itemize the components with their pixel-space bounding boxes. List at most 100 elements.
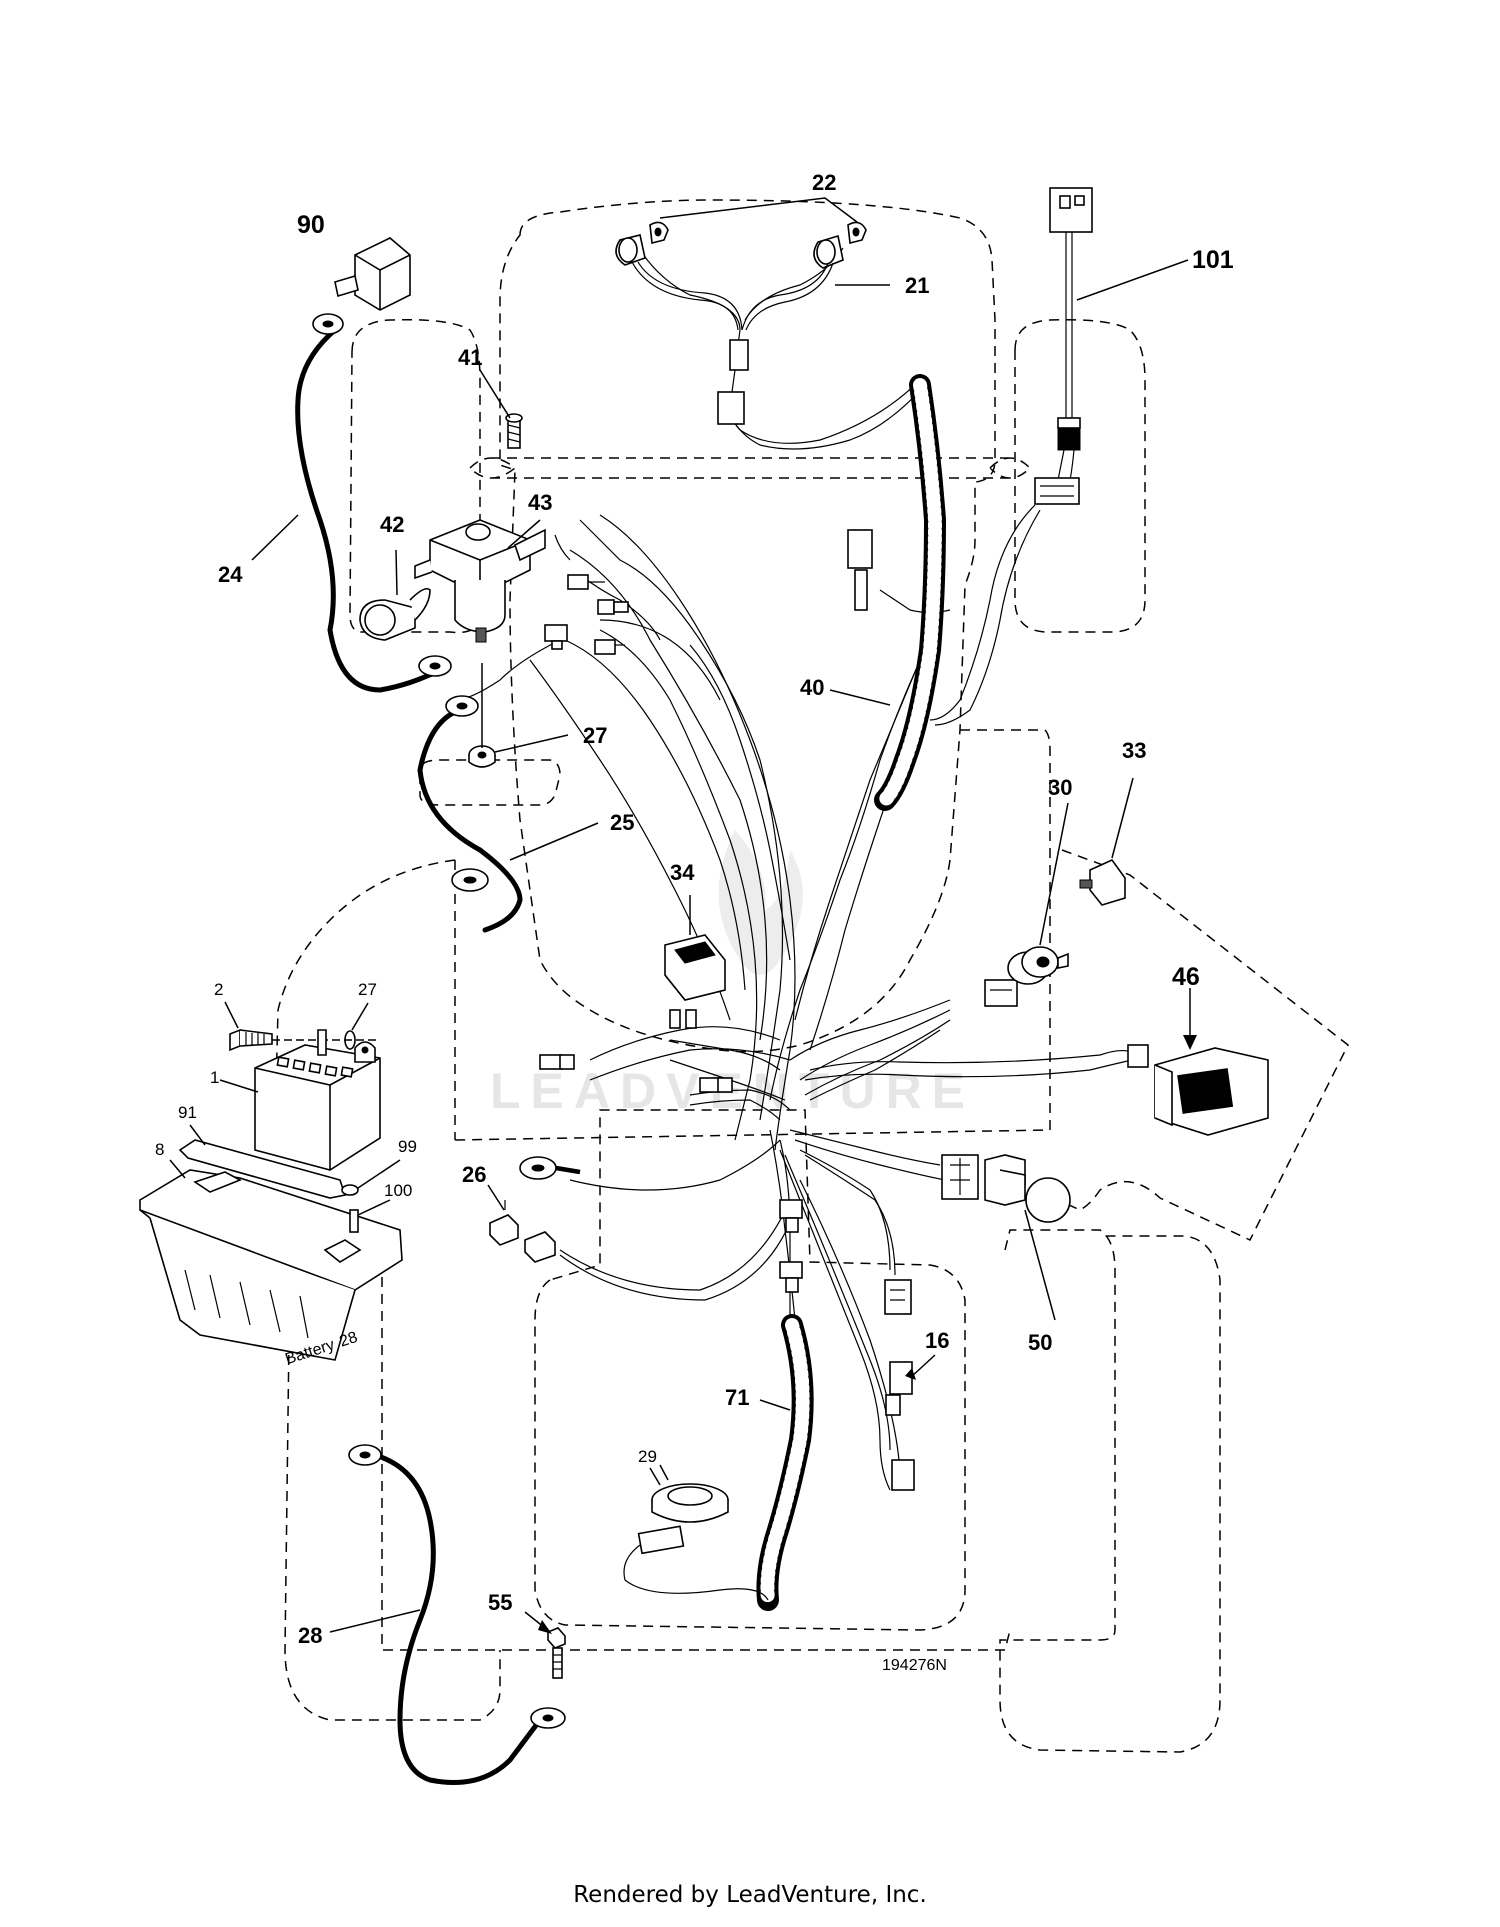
label-55: 55 [488,1590,512,1615]
ring-terminal-28-top [348,1444,382,1466]
strap-91 [178,1124,347,1199]
seat-pan [534,1109,966,1631]
footer-credit: Rendered by LeadVenture, Inc. [573,1882,927,1908]
label-46: 46 [1172,963,1200,991]
ignition-switch-30 [1007,802,1069,985]
bolt-55 [524,1611,566,1679]
left-fender-top [349,318,481,634]
label-8: 8 [155,1140,164,1159]
connector-mid-left [544,624,568,650]
conduit-40 [874,374,947,811]
headlights-22 [615,197,867,269]
label-71: 71 [725,1385,749,1410]
switch-34 [664,934,726,1001]
screw-100 [349,1199,391,1233]
cable-24 [295,327,443,693]
label-26: 26 [462,1162,486,1187]
right-body-side [454,729,1051,1141]
fuse-26 [487,1184,556,1263]
washer-27-solenoid [468,663,496,768]
left-rear-fender [284,1259,501,1721]
label-100: 100 [384,1181,412,1200]
cable-28 [375,1453,543,1785]
label-40: 40 [800,675,824,700]
connector-46-lead [1127,1044,1149,1068]
leader-28 [329,1609,421,1633]
switch-50 [984,1154,1071,1321]
battery-tray-8 [139,1159,403,1361]
leader-71 [759,1399,791,1411]
connector-lower-center [779,1199,803,1293]
solenoid-43 [414,519,546,643]
right-fender-top [1014,318,1146,633]
label-28: 28 [298,1623,322,1648]
leader-43 [507,519,541,549]
ring-terminal-28-bottom [530,1707,566,1729]
ring-terminal-25-bottom [451,868,489,892]
left-body-side [274,859,456,1140]
nut-99 [341,1159,401,1196]
label-1: 1 [210,1068,219,1087]
panel-46 [1154,988,1269,1136]
ring-terminal-25-top [445,695,479,717]
key-33 [1079,777,1134,906]
label-99: 99 [398,1137,417,1156]
label-42: 42 [380,512,404,537]
connector-pair-top [597,599,629,615]
headlight-harness-21 [631,261,890,425]
label-41: 41 [458,345,482,370]
harness-connectors [539,529,1149,1491]
connector-16 [885,1354,936,1416]
label-16: 16 [925,1328,949,1353]
connector-lower-right-2 [891,1459,915,1491]
leader-42 [395,549,398,596]
terminal-boot-90 [334,237,411,311]
connector-34-leads [669,1009,697,1029]
leader-27-solenoid [494,734,569,753]
leader-lines [251,369,891,1633]
boot-42 [359,587,431,641]
rear-frame [381,1260,1011,1651]
leader-40 [829,689,891,706]
connector-lower-mid [699,1077,733,1093]
screw-41 [505,413,523,449]
label-27-solenoid: 27 [583,723,607,748]
harness-101 [1034,187,1189,505]
connector-lower-right [884,1279,912,1315]
connector-50 [941,1154,979,1200]
label-101: 101 [1192,246,1234,274]
leader-24 [251,514,299,561]
label-22: 22 [812,170,836,195]
label-27-battery: 27 [358,980,377,999]
battery-cables [295,327,543,1785]
part-labels: 90 22 21 101 41 42 43 24 27 40 25 30 33 … [155,170,1234,1674]
cable-25 [417,707,523,933]
connector-top-left [567,574,605,590]
label-25: 25 [610,810,634,835]
leader-29 [649,1467,661,1486]
ring-terminals [312,313,581,1729]
hood-outline [499,199,996,1053]
label-33: 33 [1122,738,1146,763]
frame-crossbar [469,457,1032,479]
right-hood-wing [1057,849,1349,1241]
connector-30-lead [984,979,1018,1007]
label-24: 24 [218,562,243,587]
connector-lower-left [539,1054,575,1070]
diagram-code: 194276N [882,1657,947,1674]
headlight-right [813,221,867,269]
connector-mid [594,639,625,655]
headlight-left [615,221,669,266]
label-90: 90 [297,211,325,239]
right-rear-fender [999,1229,1221,1753]
label-30: 30 [1048,775,1072,800]
ring-terminal-24-bottom [418,655,452,677]
label-43: 43 [528,490,552,515]
label-50: 50 [1028,1330,1052,1355]
label-28-tray: 28 [337,1329,359,1351]
ring-terminal-24-top [312,313,344,335]
leader-25 [509,822,599,861]
label-21: 21 [905,273,929,298]
conduit-71 [756,1314,814,1611]
